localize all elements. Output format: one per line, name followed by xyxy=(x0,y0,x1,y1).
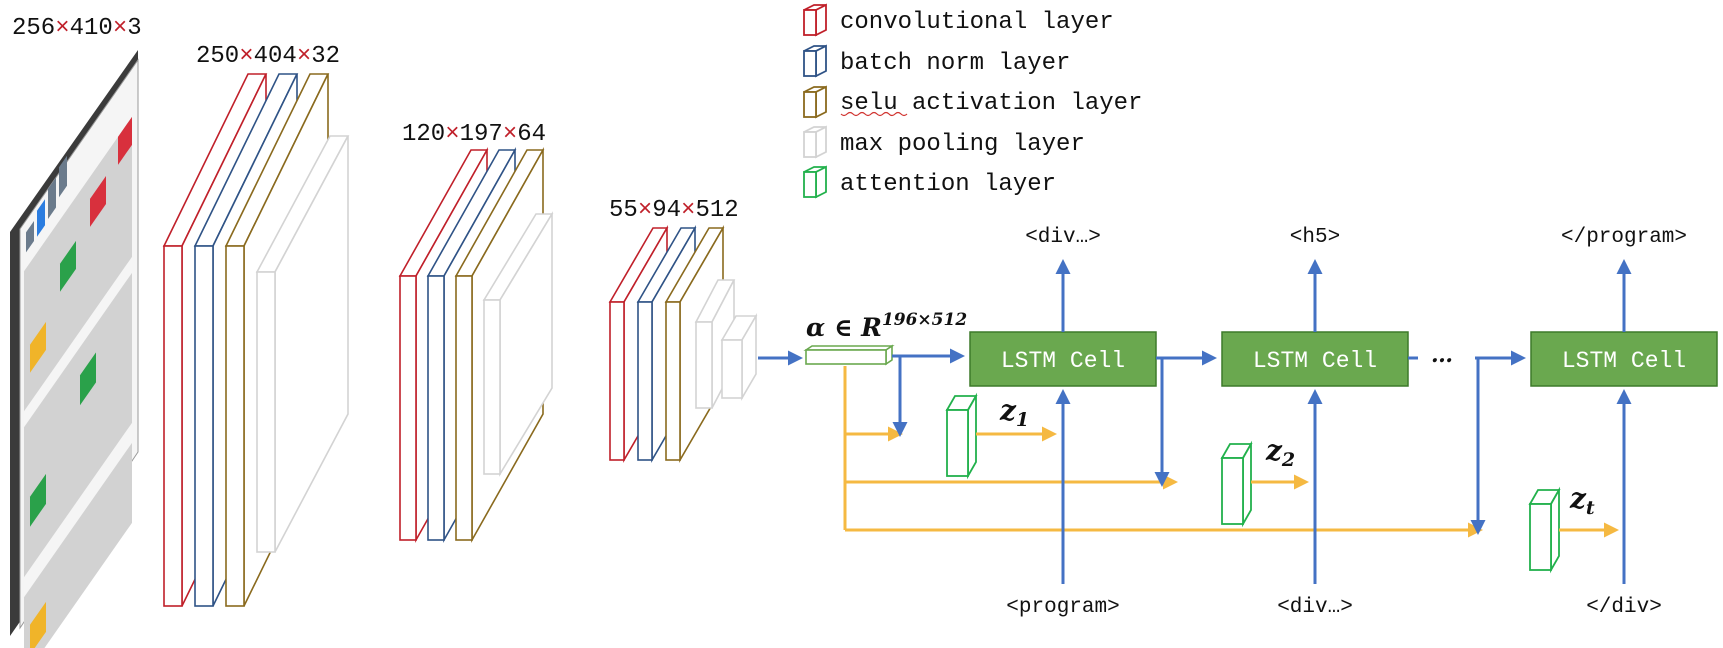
legend-label-conv: convolutional layer xyxy=(840,9,1114,36)
input-gui-image xyxy=(10,50,139,648)
spellcheck-squiggle xyxy=(840,111,908,117)
attention-block-1 xyxy=(945,392,978,480)
cnn-block-2 xyxy=(398,146,554,544)
block3-maxpool-layer-b xyxy=(720,313,758,401)
output-token-3: </program> xyxy=(1561,226,1687,249)
block1-maxpool-layer xyxy=(255,135,350,553)
selu-cube-icon xyxy=(803,85,827,119)
output-token-2: <h5> xyxy=(1290,226,1340,249)
cnn-block-1 xyxy=(162,73,350,607)
output-token-1: <div…> xyxy=(1025,226,1101,249)
lstm-cell-2-label: LSTM Cell xyxy=(1253,348,1377,374)
attention-block-2 xyxy=(1220,440,1253,528)
input-token-3: </div> xyxy=(1586,596,1662,619)
context-zt-label: zt xyxy=(1569,482,1595,519)
block2-dims-label: 120×197×64 xyxy=(402,121,546,148)
legend-label-maxpool: max pooling layer xyxy=(840,131,1085,158)
lstm-cell-1: LSTM Cell xyxy=(969,331,1157,387)
input-dims-label: 256×410×3 xyxy=(12,15,142,42)
maxpool-cube-icon xyxy=(803,125,827,159)
context-z1-label: z1 xyxy=(999,394,1029,431)
lstm-cell-3-label: LSTM Cell xyxy=(1562,348,1686,374)
legend: convolutional layer batch norm layer sel… xyxy=(803,3,1142,199)
batchnorm-cube-icon xyxy=(803,44,827,78)
lstm-cell-3: LSTM Cell xyxy=(1530,331,1718,387)
input-token-2: <div…> xyxy=(1277,596,1353,619)
block2-maxpool-layer xyxy=(482,211,554,477)
feature-map-label: α ∈ R196×512 xyxy=(806,310,967,342)
lstm-cell-1-label: LSTM Cell xyxy=(1001,348,1125,374)
lstm-cell-2: LSTM Cell xyxy=(1221,331,1409,387)
context-z2-label: z2 xyxy=(1265,434,1295,471)
block1-dims-label: 250×404×32 xyxy=(196,43,340,70)
feature-map-vector xyxy=(803,344,895,366)
conv-cube-icon xyxy=(803,3,827,37)
attention-feed-lines xyxy=(843,366,1483,538)
lstm-ellipsis: … xyxy=(1431,342,1453,368)
cnn-block-3 xyxy=(608,225,758,463)
legend-label-batchnorm: batch norm layer xyxy=(840,50,1070,77)
attention-cube-icon xyxy=(803,165,827,199)
legend-label-selu: selu activation layer xyxy=(840,90,1142,117)
input-token-1: <program> xyxy=(1006,596,1119,619)
attention-block-3 xyxy=(1528,486,1561,574)
block3-dims-label: 55×94×512 xyxy=(609,197,739,224)
legend-label-attention: attention layer xyxy=(840,171,1056,198)
